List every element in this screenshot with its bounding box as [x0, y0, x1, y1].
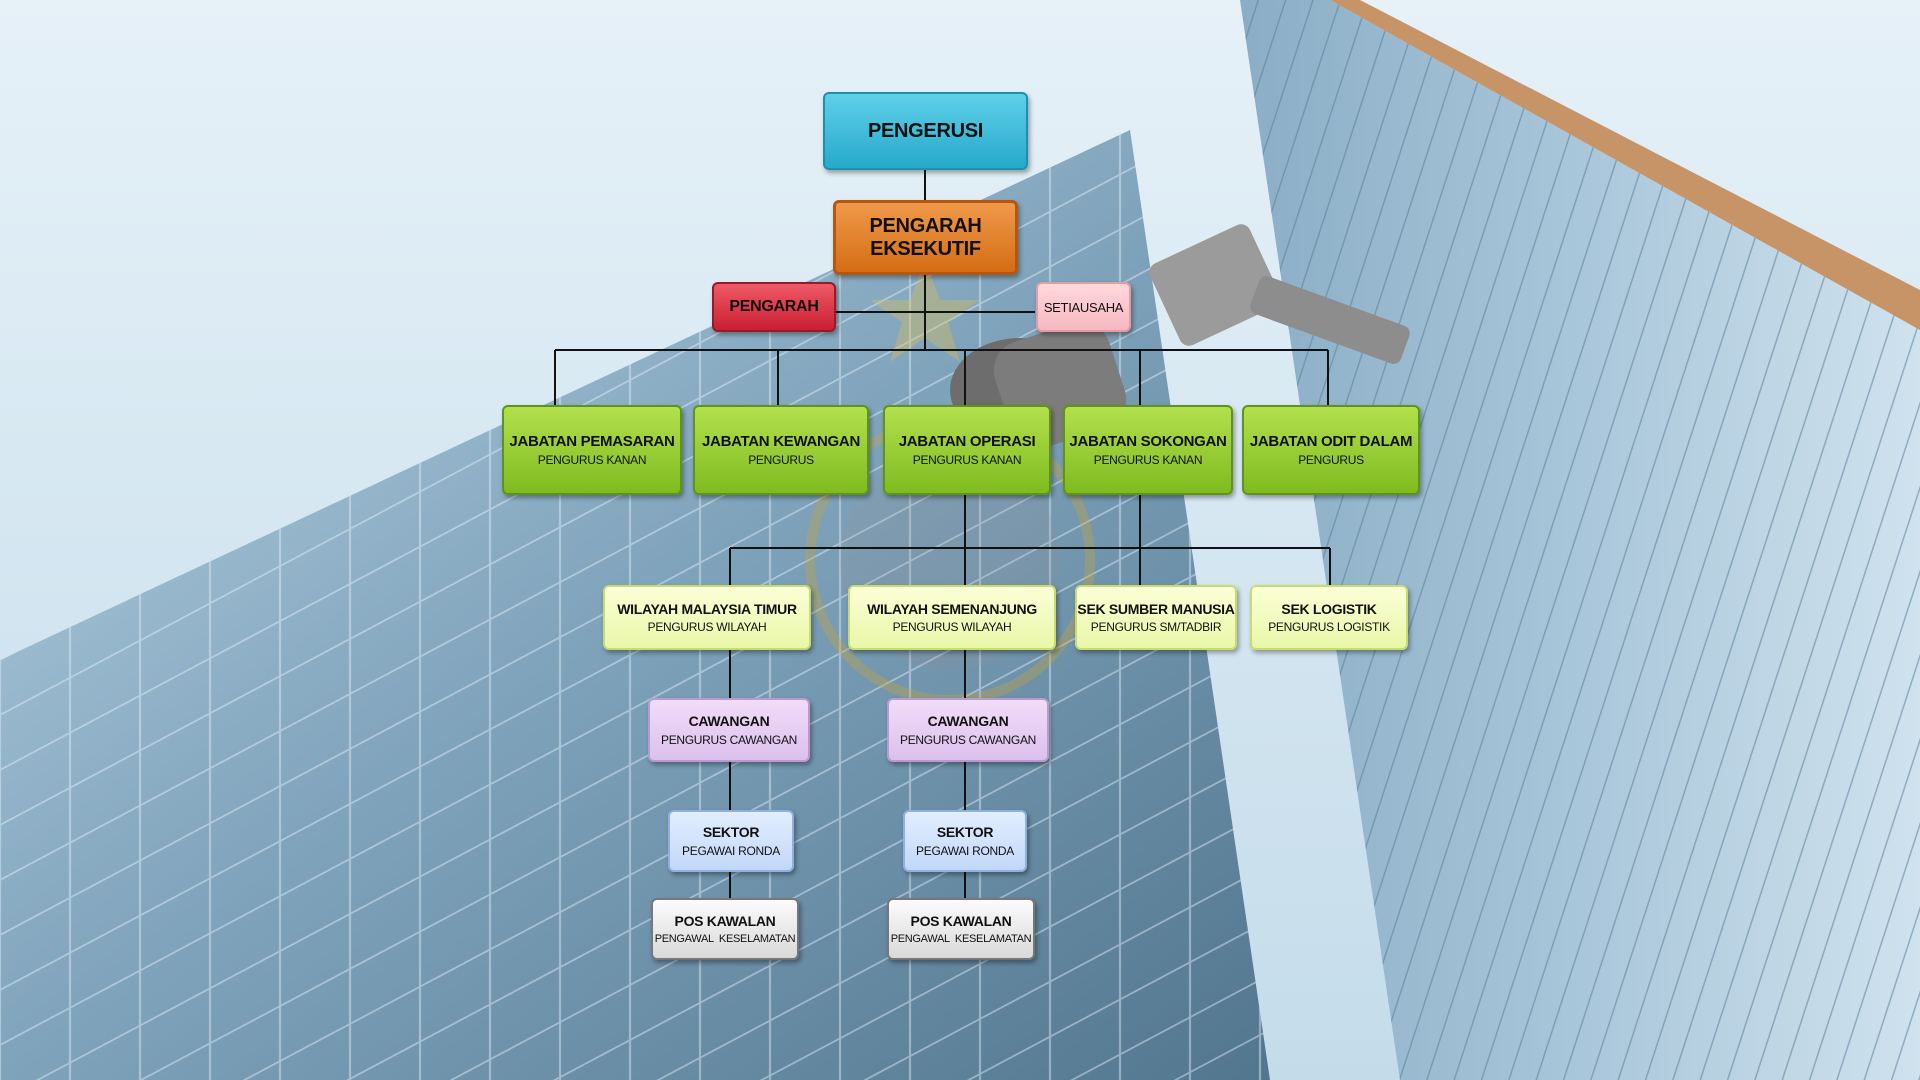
- node-pos-kawalan-2: POS KAWALAN PENGAWAL KESELAMATAN: [887, 898, 1035, 960]
- node-role: PENGURUS: [1298, 453, 1364, 468]
- node-title: JABATAN ODIT DALAM: [1249, 432, 1413, 450]
- node-role: PENGURUS KANAN: [537, 453, 647, 468]
- node-role: PENGURUS: [748, 453, 814, 468]
- node-title: JABATAN PEMASARAN: [509, 432, 675, 450]
- node-pos-kawalan-1: POS KAWALAN PENGAWAL KESELAMATAN: [651, 898, 799, 960]
- node-title: PENGARAH: [729, 297, 819, 315]
- node-title: CAWANGAN: [927, 713, 1009, 730]
- node-role: PENGURUS CAWANGAN: [899, 732, 1037, 747]
- node-wilayah-malaysia-timur: WILAYAH MALAYSIA TIMUR PENGURUS WILAYAH: [603, 585, 811, 650]
- node-pengarah: PENGARAH: [712, 282, 836, 332]
- node-sektor-1: SEKTOR PEGAWAI RONDA: [668, 810, 794, 872]
- node-jabatan-pemasaran: JABATAN PEMASARAN PENGURUS KANAN: [502, 405, 682, 495]
- node-sektor-2: SEKTOR PEGAWAI RONDA: [903, 810, 1027, 872]
- node-role: PEGAWAI RONDA: [682, 843, 780, 858]
- node-title: JABATAN OPERASI: [898, 432, 1036, 450]
- node-role: PENGURUS LOGISTIK: [1268, 620, 1390, 635]
- node-title: SEK LOGISTIK: [1281, 600, 1377, 617]
- node-jabatan-kewangan: JABATAN KEWANGAN PENGURUS: [693, 405, 869, 495]
- node-title: PENGERUSI: [867, 119, 984, 142]
- node-title: SEKTOR: [936, 824, 994, 841]
- node-sek-sumber-manusia: SEK SUMBER MANUSIA PENGURUS SM/TADBIR: [1075, 585, 1237, 650]
- node-role: PENGURUS KANAN: [1093, 453, 1203, 468]
- node-title: JABATAN SOKONGAN: [1069, 432, 1227, 450]
- node-jabatan-operasi: JABATAN OPERASI PENGURUS KANAN: [883, 405, 1051, 495]
- node-role: PENGURUS WILAYAH: [892, 620, 1012, 635]
- node-jabatan-sokongan: JABATAN SOKONGAN PENGURUS KANAN: [1063, 405, 1233, 495]
- node-title: POS KAWALAN: [674, 913, 776, 930]
- node-role: PENGURUS CAWANGAN: [660, 732, 798, 747]
- node-sek-logistik: SEK LOGISTIK PENGURUS LOGISTIK: [1250, 585, 1408, 650]
- node-pengarah-eksekutif: PENGARAH EKSEKUTIF: [833, 200, 1018, 275]
- node-jabatan-odit-dalam: JABATAN ODIT DALAM PENGURUS: [1242, 405, 1420, 495]
- node-role: PEGAWAI RONDA: [916, 843, 1014, 858]
- node-role: PENGAWAL KESELAMATAN: [890, 932, 1032, 945]
- node-title: PENGARAH EKSEKUTIF: [869, 214, 982, 260]
- node-title: SEK SUMBER MANUSIA: [1077, 600, 1235, 617]
- node-title: CAWANGAN: [688, 713, 770, 730]
- node-role: PENGURUS SM/TADBIR: [1090, 620, 1222, 635]
- node-cawangan-2: CAWANGAN PENGURUS CAWANGAN: [887, 698, 1049, 762]
- node-role: PENGURUS WILAYAH: [647, 620, 767, 635]
- node-title: WILAYAH SEMENANJUNG: [867, 600, 1037, 617]
- node-wilayah-semenanjung: WILAYAH SEMENANJUNG PENGURUS WILAYAH: [848, 585, 1056, 650]
- node-title: JABATAN KEWANGAN: [702, 432, 860, 450]
- node-title: SETIAUSAHA: [1043, 299, 1124, 315]
- node-role: PENGAWAL KESELAMATAN: [654, 932, 796, 945]
- node-title: POS KAWALAN: [910, 913, 1012, 930]
- node-setiausaha: SETIAUSAHA: [1036, 282, 1131, 332]
- node-title: WILAYAH MALAYSIA TIMUR: [617, 600, 797, 617]
- node-title: SEKTOR: [702, 824, 760, 841]
- node-cawangan-1: CAWANGAN PENGURUS CAWANGAN: [648, 698, 810, 762]
- node-role: PENGURUS KANAN: [912, 453, 1022, 468]
- node-pengerusi: PENGERUSI: [823, 92, 1028, 170]
